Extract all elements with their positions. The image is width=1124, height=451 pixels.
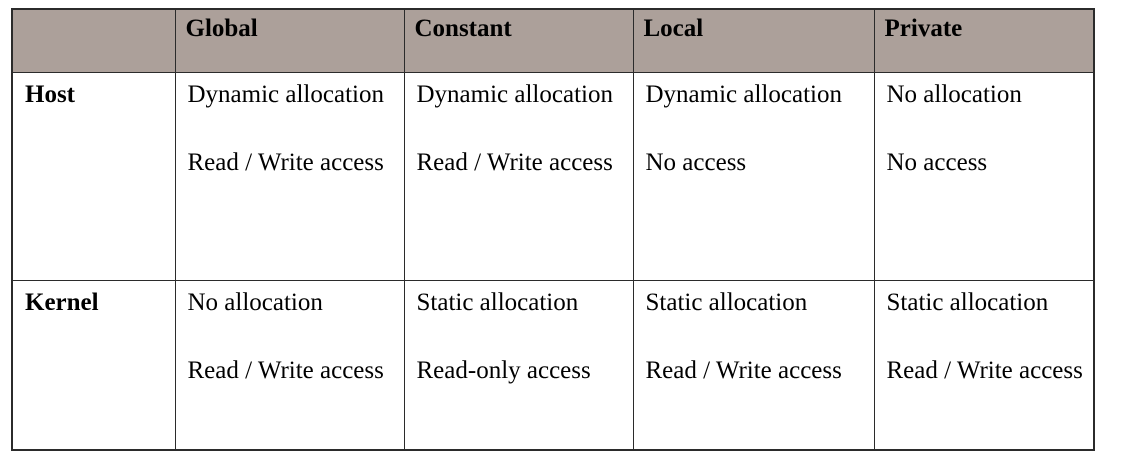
cell-host-local: Dynamic allocation No access xyxy=(632,72,875,281)
page-root: Global Constant Local Private Host Dynam… xyxy=(11,8,1095,451)
column-header-global: Global xyxy=(174,8,405,73)
cell-allocation-text: No allocation xyxy=(187,289,323,316)
cell-access-text: Read / Write access xyxy=(187,149,384,177)
table-corner-cell xyxy=(11,8,176,73)
memory-space-table: Global Constant Local Private Host Dynam… xyxy=(11,8,1095,451)
table-row-kernel: Kernel No allocation Read / Write access… xyxy=(11,280,1095,451)
cell-allocation-text: Static allocation xyxy=(886,289,1049,316)
cell-allocation-text: Static allocation xyxy=(645,289,808,316)
table-row-host: Host Dynamic allocation Read / Write acc… xyxy=(11,72,1095,281)
cell-allocation-text: Dynamic allocation xyxy=(645,81,842,108)
cell-access-text: No access xyxy=(645,149,747,177)
cell-kernel-local: Static allocation Read / Write access xyxy=(632,280,875,451)
column-header-private: Private xyxy=(873,8,1095,73)
table-header-row: Global Constant Local Private xyxy=(11,8,1095,73)
table-body: Host Dynamic allocation Read / Write acc… xyxy=(11,72,1095,451)
cell-host-global: Dynamic allocation Read / Write access xyxy=(174,72,405,281)
cell-access-text: Read-only access xyxy=(416,357,591,385)
cell-access-text: Read / Write access xyxy=(886,357,1083,385)
cell-host-constant: Dynamic allocation Read / Write access xyxy=(403,72,634,281)
cell-kernel-private: Static allocation Read / Write access xyxy=(873,280,1095,451)
cell-access-text: No access xyxy=(886,149,988,177)
cell-allocation-text: Static allocation xyxy=(416,289,579,316)
cell-access-text: Read / Write access xyxy=(645,357,842,385)
column-header-local: Local xyxy=(632,8,875,73)
column-header-constant: Constant xyxy=(403,8,634,73)
row-label-kernel: Kernel xyxy=(11,280,176,451)
cell-kernel-constant: Static allocation Read-only access xyxy=(403,280,634,451)
cell-host-private: No allocation No access xyxy=(873,72,1095,281)
cell-allocation-text: Dynamic allocation xyxy=(187,81,384,108)
cell-access-text: Read / Write access xyxy=(187,357,384,385)
cell-allocation-text: No allocation xyxy=(886,81,1022,108)
cell-access-text: Read / Write access xyxy=(416,149,613,177)
cell-kernel-global: No allocation Read / Write access xyxy=(174,280,405,451)
cell-allocation-text: Dynamic allocation xyxy=(416,81,613,108)
row-label-host: Host xyxy=(11,72,176,281)
table-header: Global Constant Local Private xyxy=(11,8,1095,73)
